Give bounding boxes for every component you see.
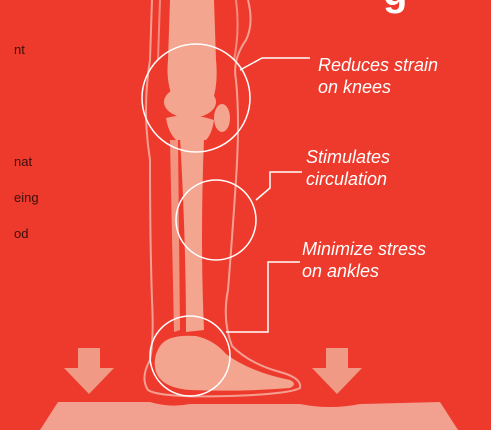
- body-text-fragment: eing: [14, 190, 39, 206]
- callout-line: on knees: [318, 76, 438, 98]
- callout-knees: Reduces strain on knees: [318, 54, 438, 98]
- body-text-fragment: od: [14, 226, 28, 242]
- callout-ankles: Minimize stress on ankles: [302, 238, 426, 282]
- fibula-bone: [170, 140, 180, 332]
- calf-leader-line: [256, 172, 302, 200]
- down-arrow-icon: [312, 348, 362, 394]
- callout-line: Reduces strain: [318, 54, 438, 76]
- knee-leader-line: [240, 58, 310, 70]
- leg-outline: [144, 0, 300, 396]
- kneecap: [214, 104, 230, 132]
- callout-circulation: Stimulates circulation: [306, 146, 390, 190]
- ankle-leader-line: [226, 262, 300, 332]
- callout-line: on ankles: [302, 260, 426, 282]
- heading-fragment: g: [383, 0, 407, 15]
- callout-line: circulation: [306, 168, 390, 190]
- callout-line: Stimulates: [306, 146, 390, 168]
- down-arrow-icon: [64, 348, 114, 394]
- callout-line: Minimize stress: [302, 238, 426, 260]
- body-text-fragment: nt: [14, 42, 25, 58]
- foot-bones: [155, 336, 294, 391]
- body-text-fragment: nat: [14, 154, 32, 170]
- knee-joint: [164, 86, 216, 118]
- floor-platform: [40, 402, 458, 430]
- tibia-bone: [180, 138, 204, 332]
